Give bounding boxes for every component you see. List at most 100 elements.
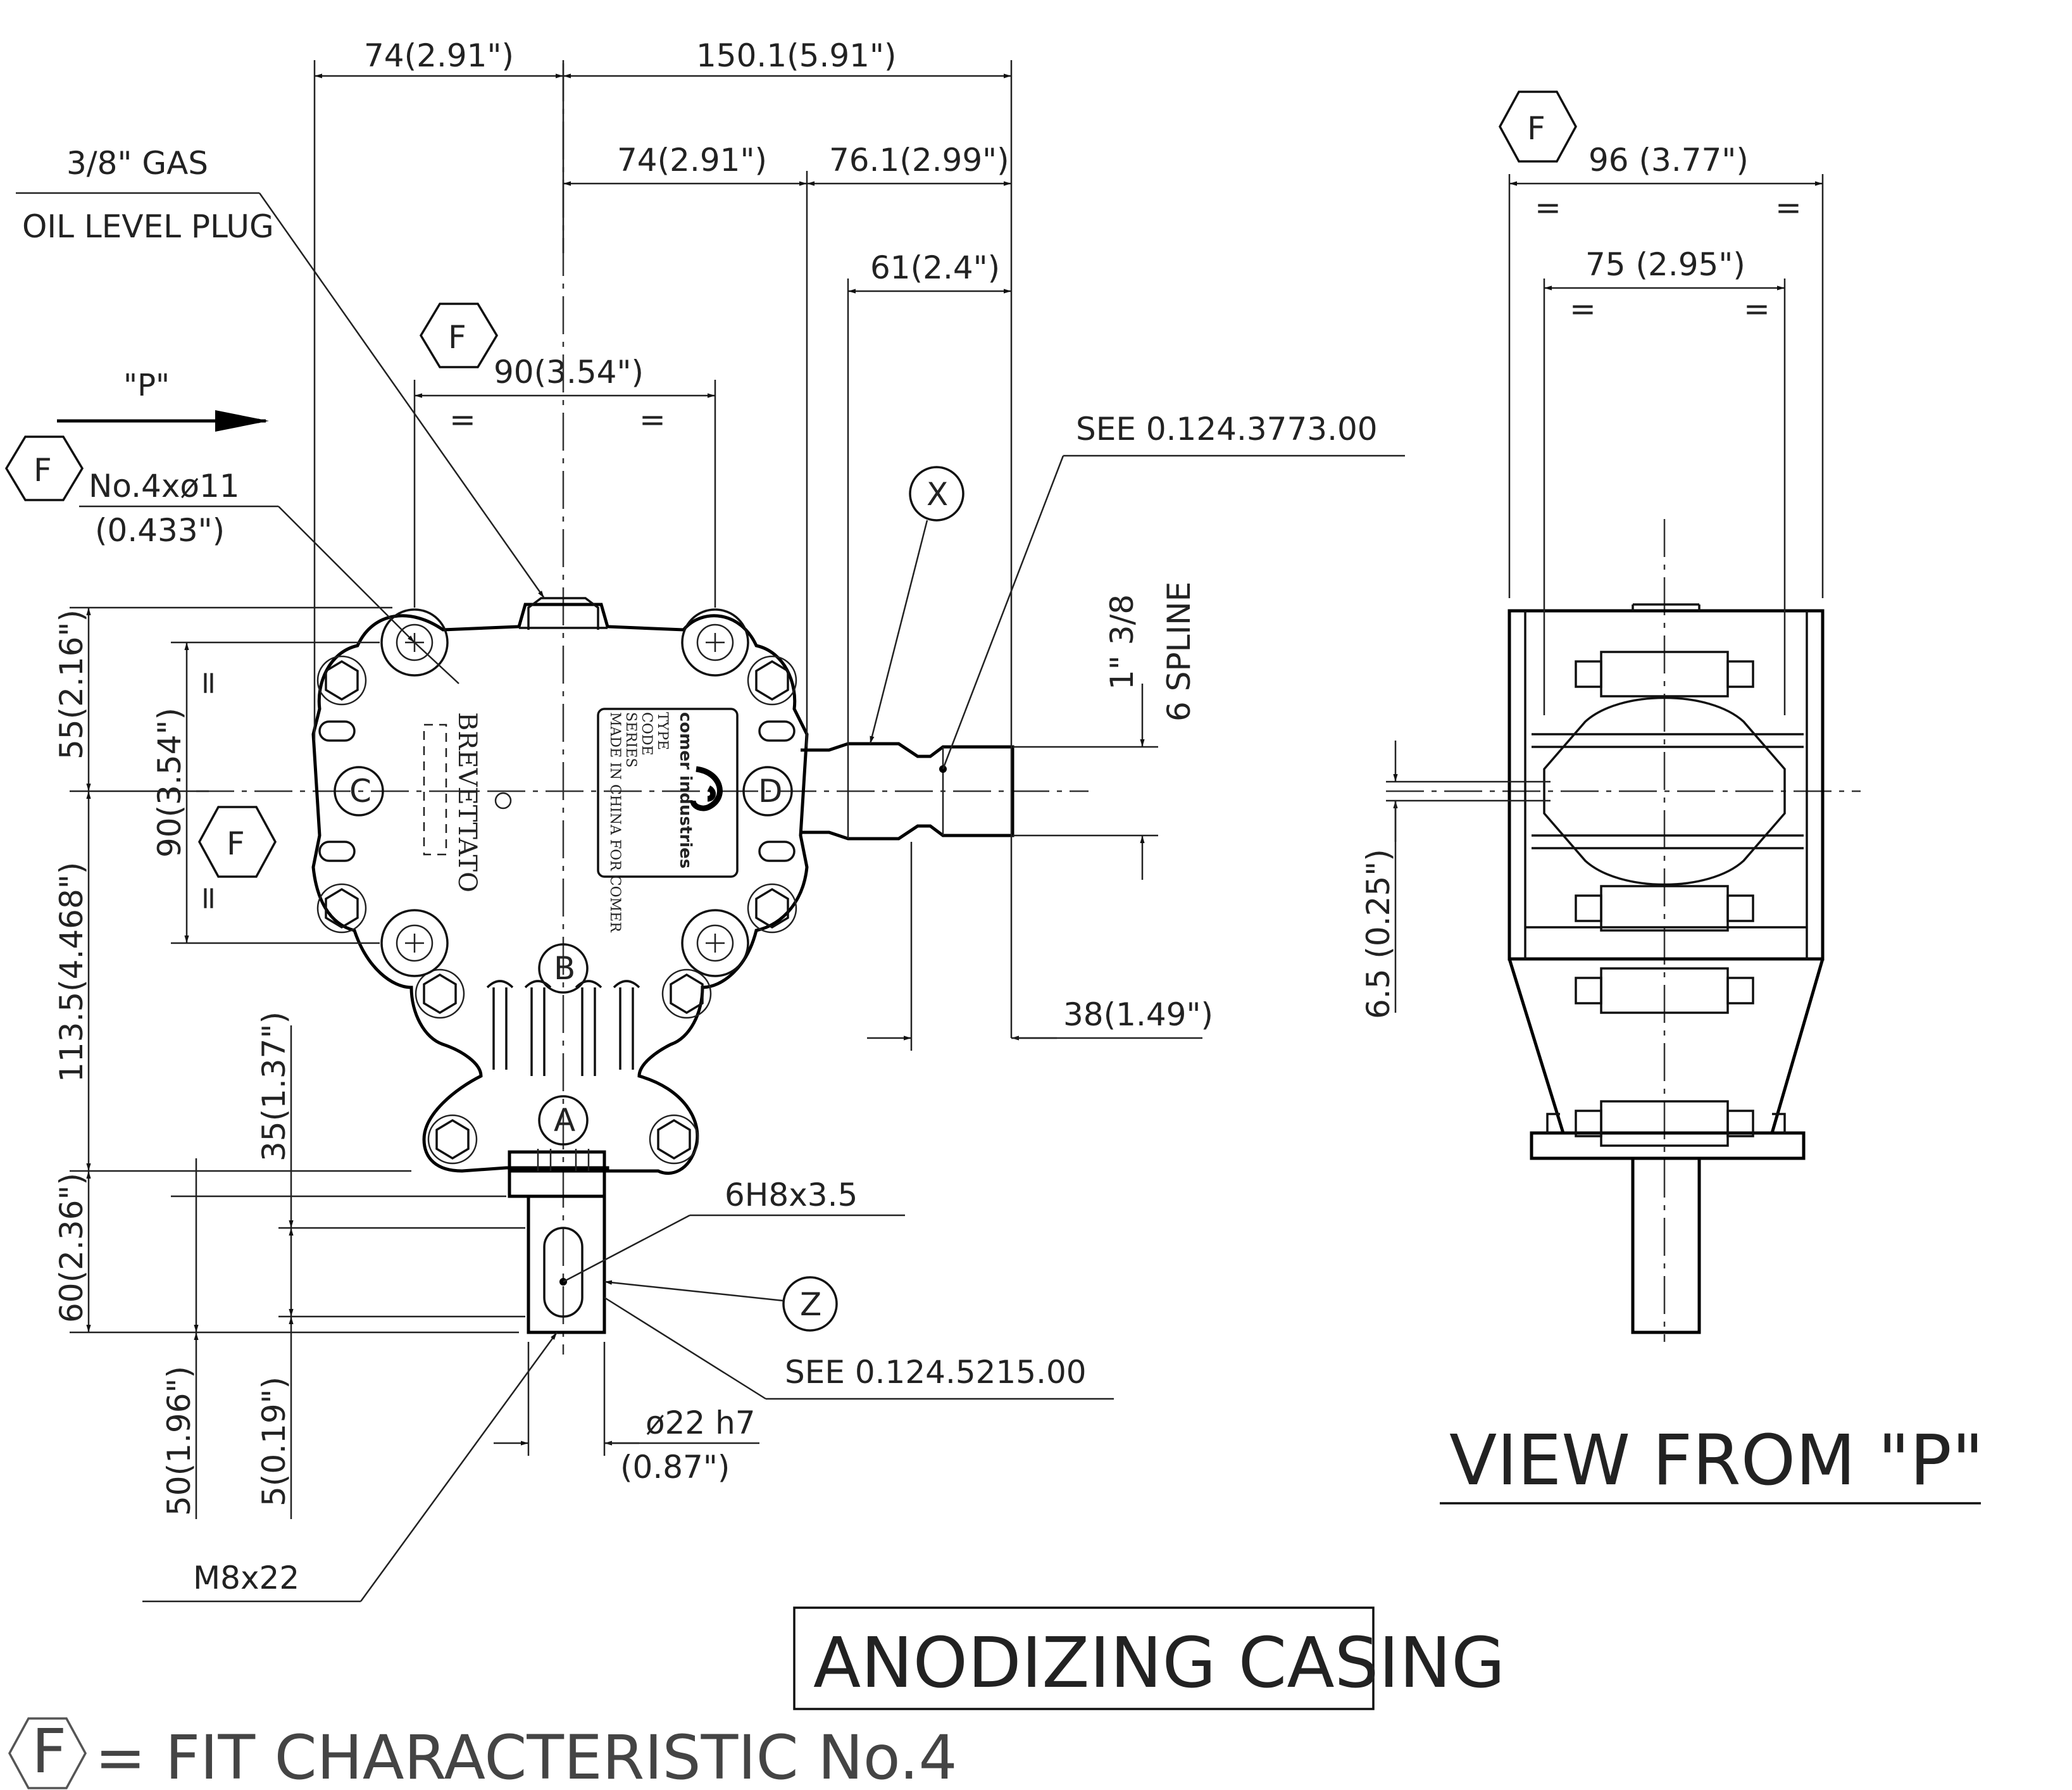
callout-x-label: X — [927, 476, 948, 513]
nameplate-brand: comer industries — [676, 712, 695, 868]
nameplate: comer industries TYPE CODE SERIES MADE I… — [597, 708, 739, 933]
dim-spline-len: 61(2.4") — [870, 249, 1000, 286]
anodizing-box: ANODIZING CASING — [793, 1606, 1505, 1710]
front-view: comer industries TYPE CODE SERIES MADE I… — [4, 37, 1405, 1603]
fit-mark-top: F — [419, 303, 499, 368]
dim-stub: 38(1.49") — [1063, 996, 1213, 1033]
eq-mark: = — [449, 401, 476, 438]
housing-bolts — [316, 655, 797, 1165]
svg-text:F: F — [1527, 110, 1545, 147]
dim-offset-5: 5(0.19") — [256, 1377, 292, 1506]
dim-shaft-len: 60(2.36") — [53, 1173, 90, 1323]
eq-mark: = — [1744, 291, 1770, 327]
nameplate-code: CODE — [639, 712, 654, 756]
port-d: D — [742, 766, 793, 817]
side-dimensions: 96 (3.77") = = 75 (2.95") = = 6.5 (0.25"… — [1360, 142, 1824, 1019]
legend-text: = FIT CHARACTERISTIC No.4 — [95, 1722, 958, 1790]
bolt-hex — [755, 660, 789, 701]
box-title: ANODIZING CASING — [813, 1622, 1505, 1703]
fit-mark-side: F — [1499, 91, 1577, 163]
holes-label-2: (0.433") — [95, 512, 225, 549]
dim-top-total: 150.1(5.91") — [696, 37, 896, 74]
svg-text:F: F — [448, 319, 466, 356]
callout-x — [909, 466, 964, 522]
port-d-label: D — [758, 773, 783, 810]
stamp-text: BREVETTATO — [452, 712, 482, 892]
dim-key-len: 35(1.37") — [256, 1011, 292, 1161]
mount-hole — [380, 608, 449, 677]
fit-mark-mid: F — [198, 806, 277, 878]
brand-logo — [690, 766, 723, 811]
mount-hole — [681, 909, 749, 977]
bolt-hex — [325, 887, 359, 929]
keyway-label: 6H8x3.5 — [725, 1177, 858, 1213]
oil-plug — [527, 597, 599, 630]
dim-view-small: 6.5 (0.25") — [1360, 849, 1397, 1019]
dimension-lines: 74(2.91") 150.1(5.91") 74(2.91") 76.1(2.… — [53, 37, 1213, 1519]
eq-mark: = — [189, 670, 226, 696]
dim-lower-h: 113.5(4.468") — [53, 862, 90, 1082]
eq-mark: = — [189, 885, 226, 911]
gearbox-housing — [311, 597, 809, 1175]
dim-shaft-dia: ø22 h7 — [646, 1405, 756, 1441]
thread-label: M8x22 — [193, 1560, 299, 1596]
port-b: B — [538, 943, 589, 994]
side-view: 96 (3.77") = = 75 (2.95") = = 6.5 (0.25"… — [1360, 91, 1984, 1505]
bolt-hex — [670, 973, 704, 1015]
fit-mark-left: F — [4, 435, 84, 501]
view-title: VIEW FROM "P" — [1449, 1420, 1984, 1501]
nameplate-made: MADE IN CHINA FOR COMER — [607, 712, 623, 933]
oil-plug-label-2: OIL LEVEL PLUG — [22, 208, 274, 245]
holes-label-1: No.4xø11 — [89, 468, 240, 504]
legend: F = FIT CHARACTERISTIC No.4 — [8, 1716, 958, 1790]
side-internal — [1525, 651, 1807, 1147]
dim-mount-h: 90(3.54") — [151, 708, 188, 858]
dim-top-mid: 74(2.91") — [617, 142, 767, 178]
nameplate-series: SERIES — [623, 712, 639, 768]
bolt-hex — [325, 660, 359, 701]
nameplate-type: TYPE — [654, 712, 670, 750]
bottom-shaft — [508, 1149, 606, 1334]
dim-top-left: 74(2.91") — [364, 37, 514, 74]
see-spline-label: SEE 0.124.3773.00 — [1076, 411, 1378, 448]
eq-mark: = — [1535, 189, 1561, 226]
dim-offset-50: 50(1.96") — [161, 1366, 197, 1516]
port-a: A — [538, 1095, 589, 1146]
eq-mark: = — [1570, 291, 1596, 327]
svg-text:F: F — [227, 825, 245, 862]
view-arrow-label: "P" — [123, 368, 170, 403]
dim-mount-w: 90(3.54") — [494, 354, 644, 391]
bolt-hex — [657, 1118, 691, 1160]
patent-stamp: BREVETTATO — [423, 712, 512, 892]
port-c-label: C — [349, 773, 371, 810]
side-housing — [1507, 603, 1825, 1334]
eq-mark: = — [1775, 189, 1802, 226]
callout-z-label: Z — [800, 1286, 821, 1323]
eq-mark: = — [639, 401, 666, 438]
spline-shaft — [801, 742, 1014, 841]
mounting-holes — [380, 608, 749, 977]
dim-view-w: 96 (3.77") — [1588, 142, 1749, 178]
oil-plug-label-1: 3/8" GAS — [66, 145, 208, 182]
port-c: C — [334, 766, 384, 817]
fit-mark-legend — [8, 1717, 87, 1789]
dim-shaft-dia-in: (0.87") — [620, 1449, 730, 1486]
bolt-hex — [423, 973, 457, 1015]
leaders: 3/8" GAS OIL LEVEL PLUG "P" No.4xø11 (0.… — [16, 145, 1405, 1603]
port-b-label: B — [554, 950, 575, 987]
svg-text:F: F — [34, 452, 52, 489]
bolt-hex — [755, 887, 789, 929]
bolt-hex — [435, 1118, 470, 1160]
mount-hole — [681, 608, 749, 677]
svg-text:F: F — [32, 1716, 66, 1787]
port-a-label: A — [554, 1102, 575, 1139]
spline-size: 1" 3/8 — [1104, 594, 1140, 690]
dim-top-right: 76.1(2.99") — [829, 142, 1009, 178]
spline-count: 6 SPLINE — [1161, 582, 1197, 722]
dim-view-inner: 75 (2.95") — [1585, 246, 1745, 283]
dim-upper-h: 55(2.16") — [53, 610, 90, 760]
see-shaft-label: SEE 0.124.5215.00 — [785, 1354, 1087, 1391]
mount-hole — [380, 909, 449, 977]
callout-z — [782, 1276, 838, 1332]
